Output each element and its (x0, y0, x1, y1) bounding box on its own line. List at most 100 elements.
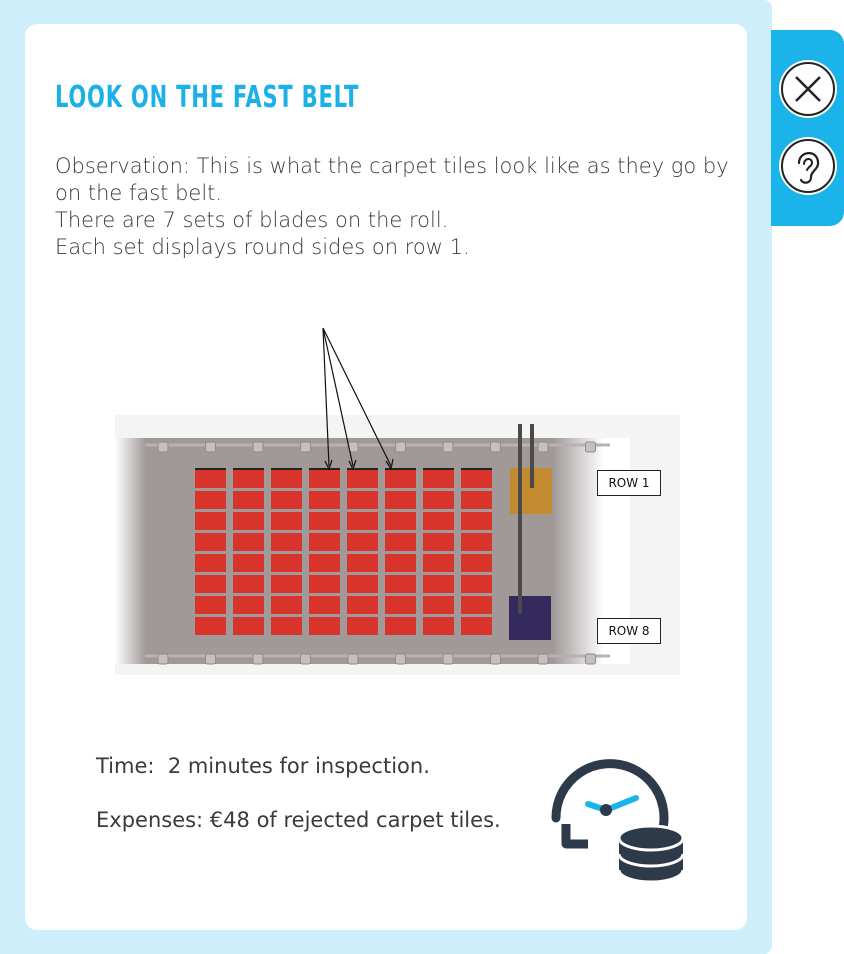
carpet-tile (195, 617, 226, 635)
row-8-label: ROW 8 (597, 618, 661, 644)
belt-peg (157, 441, 169, 453)
observation-line: Each set displays round sides on row 1. (55, 235, 470, 259)
carpet-tile (195, 554, 226, 572)
carpet-tile (461, 617, 492, 635)
carpet-tile (271, 617, 302, 635)
carpet-tile (423, 596, 454, 614)
carpet-tile (423, 617, 454, 635)
carpet-tile (309, 491, 340, 509)
carpet-tile (423, 554, 454, 572)
carpet-tile (271, 470, 302, 488)
audio-button[interactable] (779, 137, 837, 195)
carpet-tile (423, 491, 454, 509)
ear-icon (781, 139, 835, 193)
carpet-tile (461, 596, 492, 614)
observation-text: Observation: This is what the carpet til… (55, 153, 745, 261)
carpet-tile (385, 617, 416, 635)
belt-peg (300, 441, 311, 453)
belt-peg (395, 441, 406, 453)
carpet-tile (195, 596, 226, 614)
carpet-tile (347, 554, 378, 572)
carpet-tile (271, 533, 302, 551)
carpet-tile (347, 575, 378, 593)
time-money-icon (551, 759, 685, 884)
carpet-tile (309, 554, 340, 572)
carpet-tile (271, 575, 302, 593)
carpet-tile (385, 554, 416, 572)
carpet-tile (385, 470, 416, 488)
carpet-tile (347, 470, 378, 488)
belt-peg (442, 441, 454, 453)
carpet-tile (233, 575, 264, 593)
belt-peg (537, 441, 549, 453)
page-title: LOOK ON THE FAST BELT (55, 80, 360, 115)
observation-line: There are 7 sets of blades on the roll. (55, 208, 449, 232)
belt-peg (585, 441, 596, 453)
blade-edge (385, 468, 416, 470)
belt-peg (252, 441, 264, 453)
carpet-tile (233, 554, 264, 572)
observation-line: Observation: This is what the carpet til… (55, 154, 729, 178)
carpet-tile (423, 512, 454, 530)
carpet-tile (347, 533, 378, 551)
belt-peg (442, 653, 454, 665)
carpet-tile (347, 596, 378, 614)
belt-illustration (115, 327, 680, 675)
carpet-tile (385, 575, 416, 593)
blade-edge (309, 468, 340, 470)
carpet-tile (233, 491, 264, 509)
carpet-tile (195, 575, 226, 593)
carpet-tile (233, 533, 264, 551)
carpet-tile (309, 617, 340, 635)
carpet-tile (309, 512, 340, 530)
carpet-tile (309, 596, 340, 614)
observation-line: on the fast belt. (55, 181, 223, 205)
belt-peg (347, 441, 359, 453)
carpet-tile (461, 554, 492, 572)
belt-peg (157, 653, 169, 665)
carpet-tile (309, 575, 340, 593)
belt-peg (585, 653, 596, 665)
carpet-tile (423, 575, 454, 593)
row-1-label: ROW 1 (597, 470, 661, 496)
carpet-tile (347, 512, 378, 530)
carpet-tile (461, 470, 492, 488)
carpet-tile (195, 533, 226, 551)
blade-edge (195, 468, 226, 470)
carpet-tile (385, 533, 416, 551)
belt-peg (300, 653, 311, 665)
carpet-tile (309, 470, 340, 488)
carpet-tile (195, 491, 226, 509)
carpet-tile (461, 491, 492, 509)
belt-peg (205, 653, 216, 665)
carpet-tile (271, 596, 302, 614)
carpet-tile (233, 470, 264, 488)
carpet-tile (461, 575, 492, 593)
carpet-tile (385, 596, 416, 614)
close-icon (781, 62, 835, 116)
blade-edge (271, 468, 302, 470)
belt-peg (205, 441, 216, 453)
carpet-tile (461, 512, 492, 530)
carpet-tile (233, 617, 264, 635)
carpet-tile (461, 533, 492, 551)
carpet-tile (271, 512, 302, 530)
belt-peg (347, 653, 359, 665)
carpet-tile (271, 491, 302, 509)
carpet-tile (195, 470, 226, 488)
carpet-tile (233, 512, 264, 530)
belt-diagram: ROW 1 ROW 8 (115, 320, 680, 680)
belt-peg (537, 653, 549, 665)
belt-peg (395, 653, 406, 665)
carpet-tile (195, 512, 226, 530)
close-button[interactable] (779, 60, 837, 118)
carpet-tile (385, 491, 416, 509)
blade-edge (233, 468, 264, 470)
blade-edge (347, 468, 378, 470)
carpet-tile (233, 596, 264, 614)
carpet-tile (423, 470, 454, 488)
belt-peg (490, 441, 501, 453)
carpet-tile (271, 554, 302, 572)
time-text: Time: 2 minutes for inspection. (96, 754, 430, 778)
carpet-tile (347, 617, 378, 635)
